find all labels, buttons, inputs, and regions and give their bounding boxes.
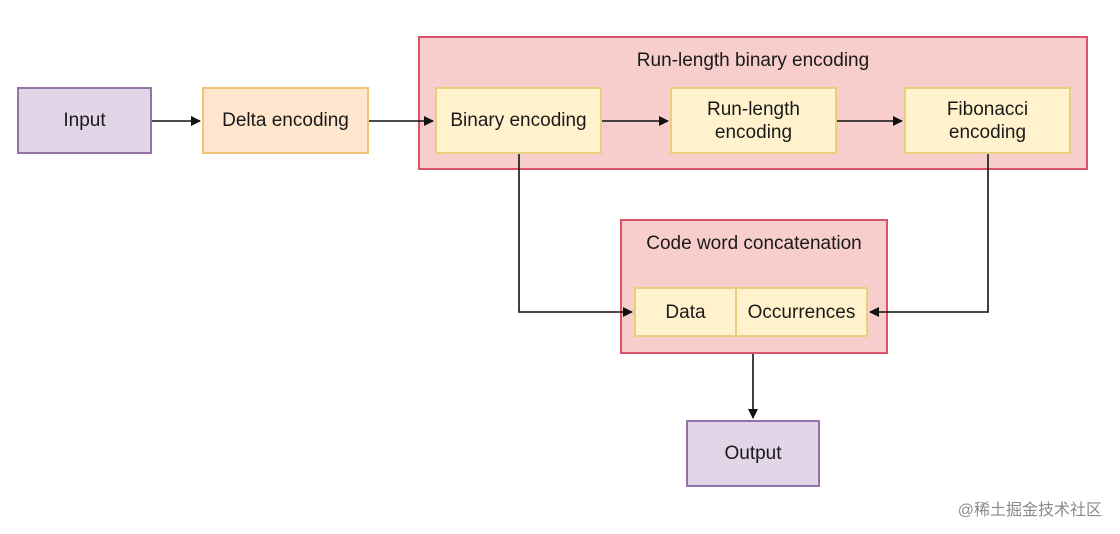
delta-encoding-label: Delta encoding	[222, 110, 349, 131]
output-label: Output	[724, 443, 782, 464]
watermark: @稀土掘金技术社区	[957, 502, 1102, 519]
binary-encoding-label: Binary encoding	[450, 110, 587, 131]
arrow-binary-to-data	[518, 154, 633, 317]
binary-encoding-node: Binary encoding	[435, 87, 602, 154]
fibonacci-encoding-label: Fibonacci encoding	[946, 98, 1029, 143]
fibonacci-encoding-node: Fibonacci encoding	[904, 87, 1071, 154]
occurrences-node: Occurrences	[735, 287, 868, 337]
delta-encoding-node: Delta encoding	[202, 87, 369, 154]
data-label: Data	[665, 301, 706, 323]
output-node: Output	[686, 420, 820, 487]
run-length-encoding-label: Run-length encoding	[707, 98, 800, 143]
run-length-encoding-node: Run-length encoding	[670, 87, 837, 154]
data-node: Data	[634, 287, 737, 337]
occurrences-label: Occurrences	[747, 301, 856, 323]
input-label: Input	[63, 110, 106, 131]
run-length-binary-encoding-title: Run-length binary encoding	[636, 50, 870, 71]
input-node: Input	[17, 87, 152, 154]
code-word-concatenation-title: Code word concatenation	[646, 233, 862, 254]
